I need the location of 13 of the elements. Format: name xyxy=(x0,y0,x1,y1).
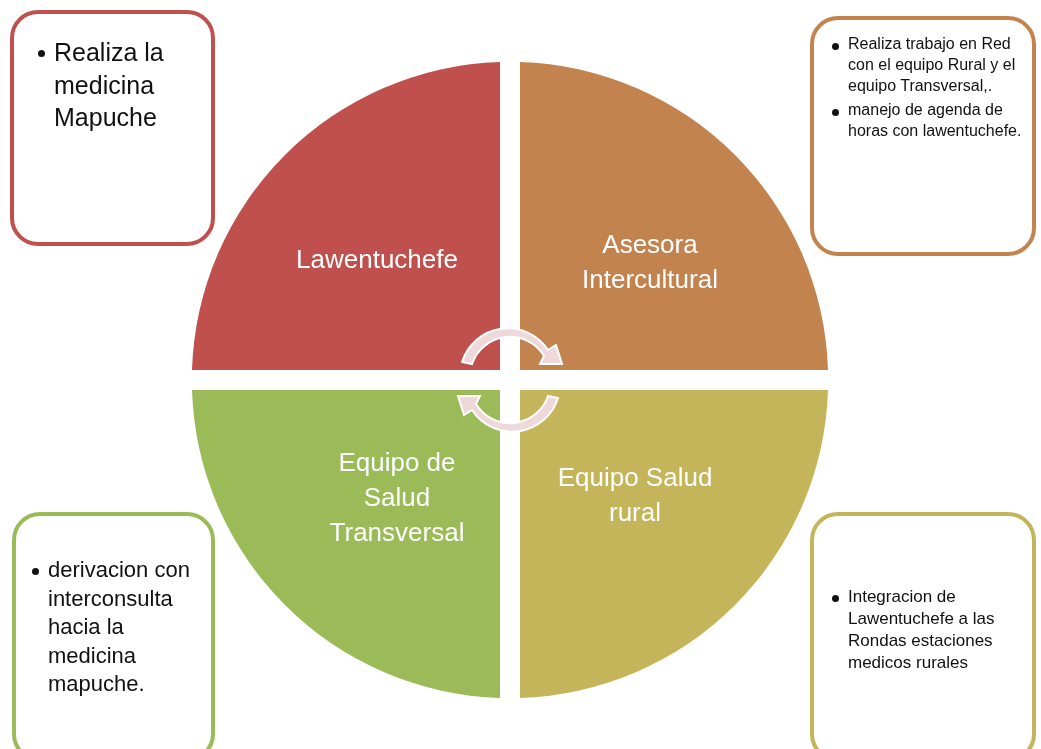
segment-label: Asesora Intercultural xyxy=(581,228,719,297)
segment-label: Equipo de Salud Transversal xyxy=(328,446,466,550)
bullet-text: manejo de agenda de horas con lawentuchefe. xyxy=(848,101,1022,140)
segment-label: Equipo Salud rural xyxy=(556,461,714,530)
bullet-text: Integracion de Lawentuchefe a las Rondas estaciones medicos rurales xyxy=(848,587,995,673)
bullet-text: Realiza la medicina Mapuche xyxy=(54,38,164,131)
segment-label: Lawentuchefe xyxy=(295,243,459,276)
bullet-text: Realiza trabajo en Red con el equipo Rural y el equipo Transversal,. xyxy=(848,35,1016,94)
text-card xyxy=(12,512,215,749)
bullet-text: derivacion con interconsulta hacia la medicina mapuche. xyxy=(48,557,190,697)
text-card xyxy=(810,512,1036,749)
text-card xyxy=(10,10,215,246)
text-card xyxy=(810,16,1036,256)
